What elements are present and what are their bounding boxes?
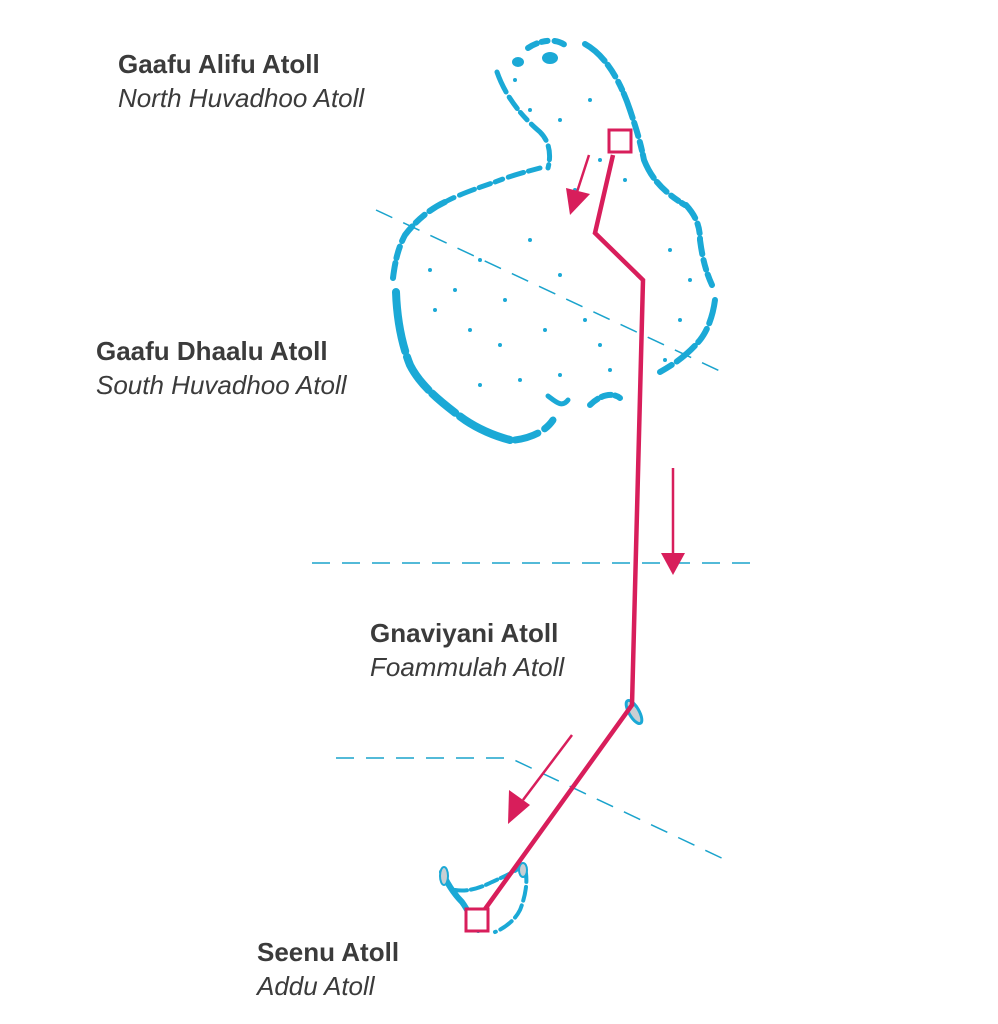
atoll-alt-name: North Huvadhoo Atoll	[118, 82, 365, 113]
dashed-boundary-north	[375, 209, 723, 373]
patch-reefs	[428, 78, 692, 387]
south-west-arrow-icon	[508, 734, 573, 824]
label-seenu: Seenu Atoll Addu Atoll	[257, 936, 399, 1004]
dashed-boundary-south	[336, 757, 731, 863]
atoll-alt-name: Addu Atoll	[257, 970, 375, 1001]
direction-arrows	[508, 154, 685, 824]
label-gaafu-alifu: Gaafu Alifu Atoll North Huvadhoo Atoll	[118, 48, 364, 116]
gaafu-alifu-atoll-reef	[442, 37, 688, 208]
gaafu-dhaalu-atoll-reef	[390, 199, 718, 444]
atoll-boundaries	[312, 209, 760, 863]
south-west-arrow-icon	[566, 154, 591, 215]
atoll-alt-name: South Huvadhoo Atoll	[96, 369, 347, 400]
start-square-marker	[607, 128, 633, 154]
route-line	[478, 154, 646, 918]
atoll-name: Seenu Atoll	[257, 937, 400, 967]
atoll-alt-name: Foammulah Atoll	[370, 651, 565, 682]
atoll-name: Gnaviyani Atoll	[370, 618, 559, 648]
seenu-atoll-reef	[439, 862, 529, 934]
atoll-name: Gaafu Dhaalu Atoll	[96, 336, 328, 366]
south-arrow-icon	[661, 468, 685, 575]
ferry-route	[464, 128, 646, 933]
end-square-marker	[464, 907, 490, 933]
label-gaafu-dhaalu: Gaafu Dhaalu Atoll South Huvadhoo Atoll	[96, 335, 347, 403]
label-gnaviyani: Gnaviyani Atoll Foammulah Atoll	[370, 617, 564, 685]
atoll-name: Gaafu Alifu Atoll	[118, 49, 320, 79]
